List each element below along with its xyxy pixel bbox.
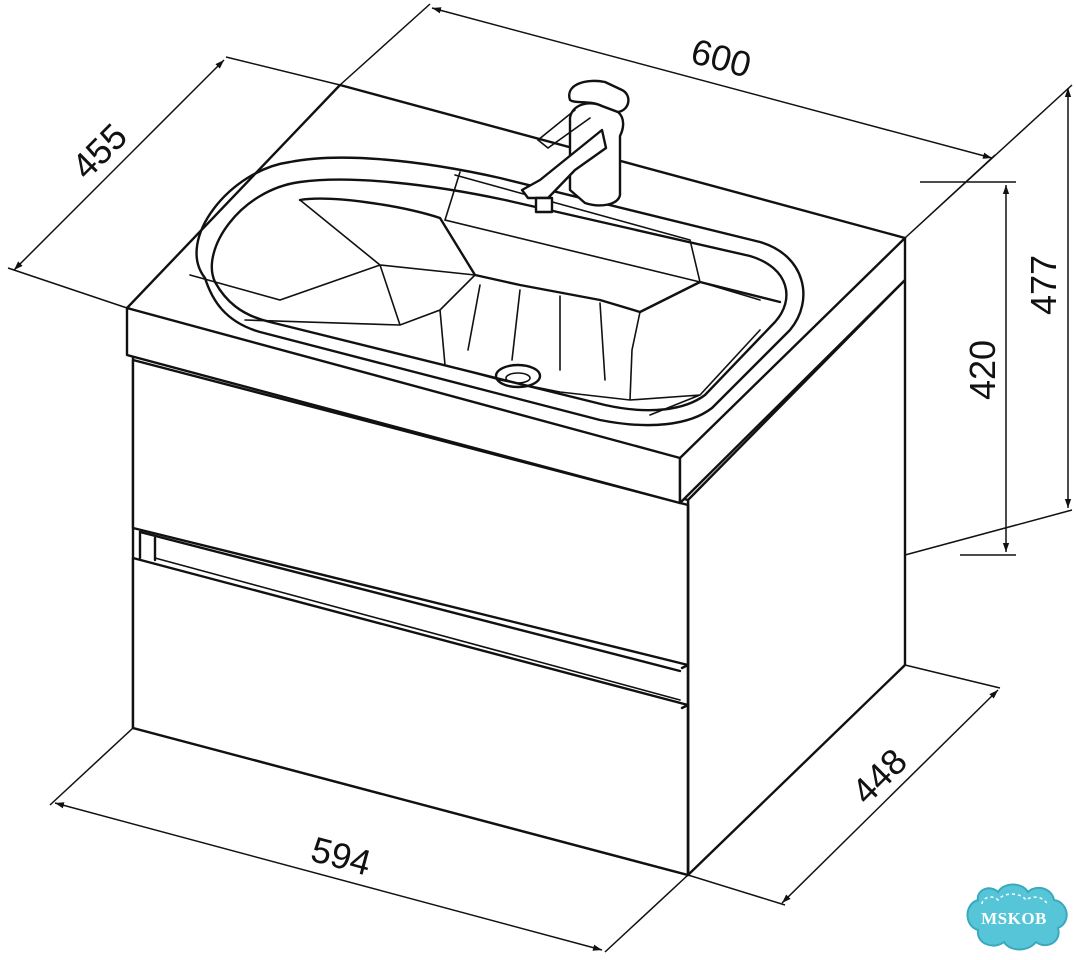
extension-lines — [7, 3, 1073, 953]
basin-top — [125, 83, 907, 505]
drain-inner — [505, 372, 531, 384]
dim-label-width-bottom: 594 — [307, 828, 376, 883]
dim-line-depth-top — [13, 59, 225, 271]
dim-line-width-top — [431, 7, 993, 159]
drawer-edge-right — [680, 503, 690, 877]
drawer-gap-inner — [154, 557, 681, 701]
faucet-aerator — [534, 196, 554, 214]
watermark-cloud-shape — [966, 883, 1068, 951]
countertop-right-edge — [678, 236, 907, 505]
watermark-logo: MSKOB — [966, 883, 1068, 951]
basin-facets — [189, 171, 761, 416]
drawer-gap — [138, 530, 682, 673]
dim-label-height-cabinet: 420 — [962, 340, 1003, 400]
dim-line-width-bottom — [54, 802, 603, 951]
basin-outer-rim — [195, 156, 805, 427]
dim-line-depth-bottom — [781, 689, 999, 904]
basin-inner-rim — [210, 178, 788, 412]
cabinet-body — [131, 278, 907, 877]
basin-bowl-floor — [298, 197, 782, 314]
watermark-text: MSKOB — [981, 909, 1047, 928]
dim-label-depth-bottom: 448 — [843, 740, 914, 811]
drain — [494, 363, 542, 389]
dim-label-depth-top: 455 — [63, 115, 134, 186]
dim-label-height-total: 477 — [1023, 255, 1064, 315]
dim-label-width-top: 600 — [687, 30, 756, 85]
